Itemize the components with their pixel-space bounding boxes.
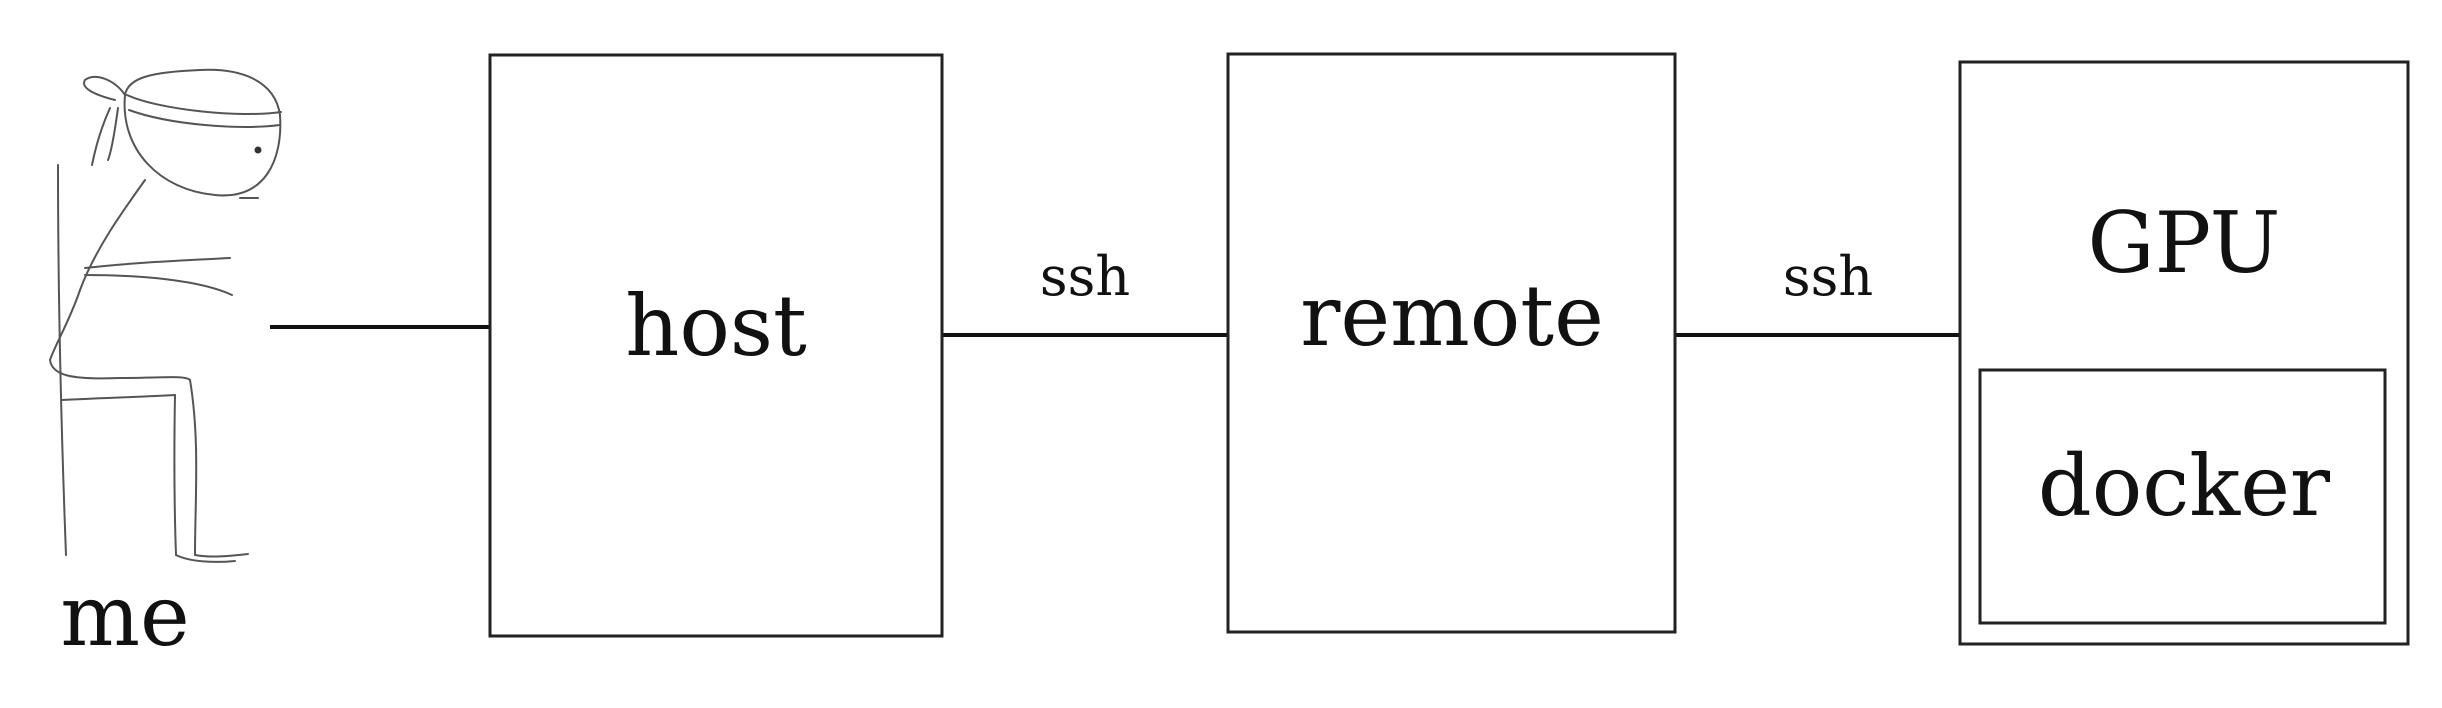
- host-box: [488, 53, 944, 638]
- ssh-label-host-remote: ssh: [1040, 245, 1130, 308]
- person-label: me: [60, 567, 189, 665]
- person-sketch: [49, 68, 282, 563]
- host-label: host: [625, 277, 807, 375]
- gpu-box: [1958, 60, 2410, 646]
- remote-label: remote: [1300, 267, 1604, 365]
- ssh-label-remote-gpu: ssh: [1783, 245, 1873, 308]
- docker-label: docker: [2038, 437, 2331, 535]
- remote-box: [1226, 52, 1677, 634]
- gpu-label: GPU: [2088, 194, 2281, 292]
- docker-box: [1978, 368, 2387, 625]
